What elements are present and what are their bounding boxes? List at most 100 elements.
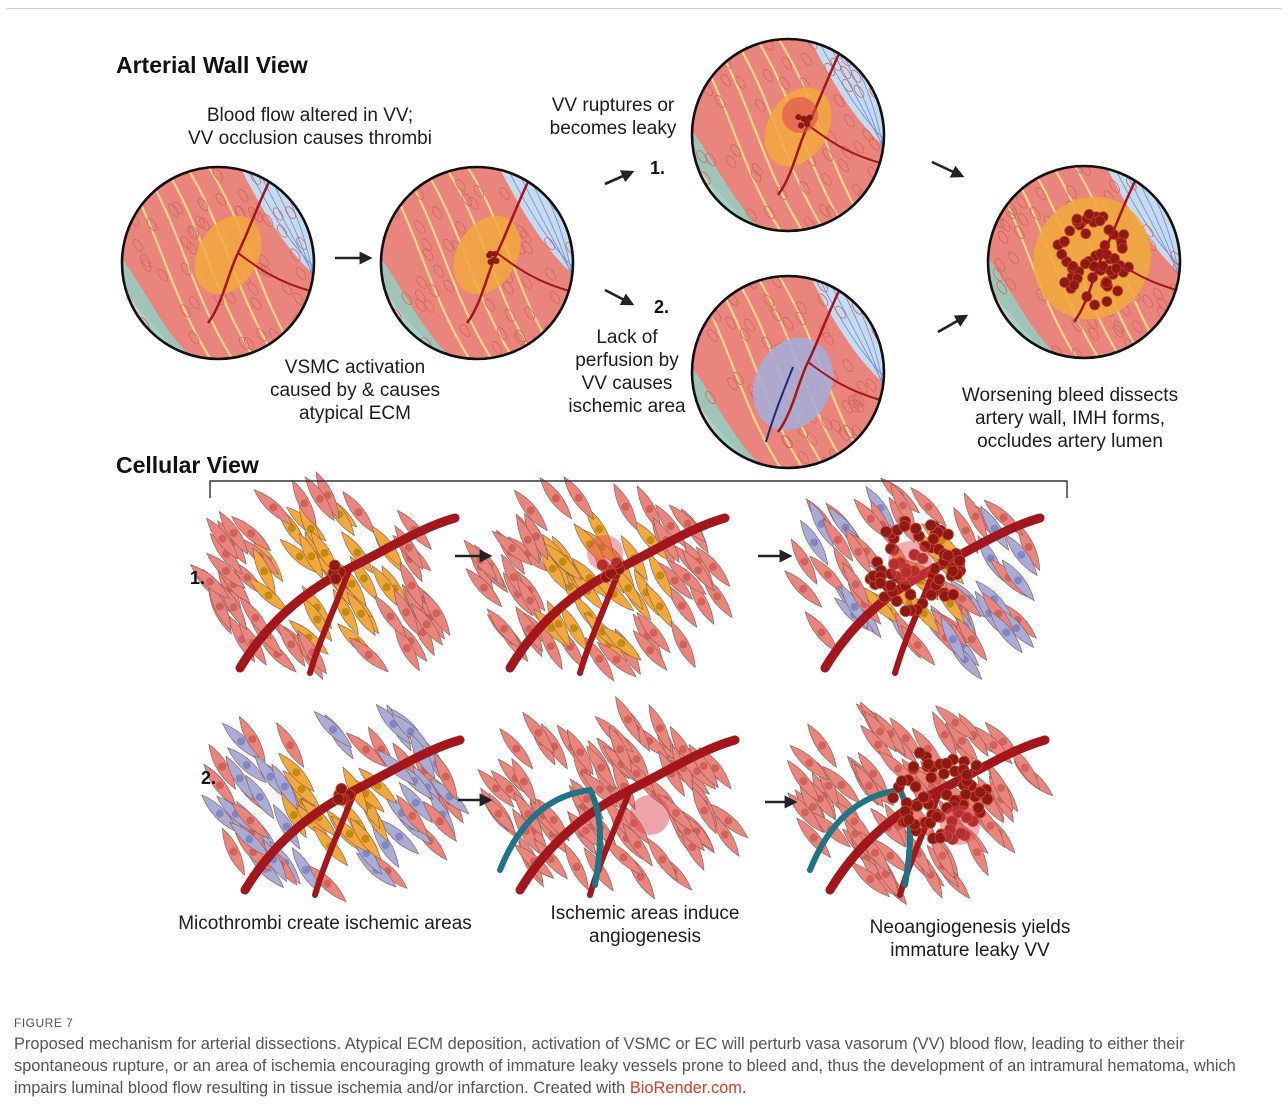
- cell-nucleus: [236, 774, 244, 782]
- cell-nucleus: [353, 549, 361, 557]
- cell-nucleus: [645, 505, 653, 513]
- blood-cell: [1068, 261, 1078, 271]
- blood-cell: [926, 772, 937, 783]
- smooth-muscle-cell: [117, 334, 131, 349]
- cell-nucleus: [801, 808, 809, 816]
- cell-nucleus: [597, 764, 605, 772]
- thrombus-cell: [804, 121, 810, 127]
- cell-nucleus: [500, 625, 508, 633]
- cell-nucleus: [805, 759, 813, 767]
- cell-nucleus: [810, 538, 818, 546]
- thrombus-cell: [795, 114, 801, 120]
- smooth-muscle-cell: [289, 171, 303, 186]
- cell-nucleus: [512, 745, 520, 753]
- cell-nucleus: [402, 608, 410, 616]
- cell-nucleus: [800, 558, 808, 566]
- cell-nucleus: [508, 544, 516, 552]
- cell-nucleus: [216, 781, 224, 789]
- cell-nucleus: [222, 567, 230, 575]
- cell-nucleus: [958, 737, 966, 745]
- blood-cell: [899, 521, 910, 532]
- cell-nucleus: [524, 536, 532, 544]
- cluster-1a: [187, 470, 455, 683]
- blood-cell: [914, 747, 925, 758]
- smooth-muscle-cell: [858, 42, 872, 57]
- blood-cell: [329, 560, 340, 571]
- thrombus-cell: [798, 123, 804, 129]
- cluster-2a: [198, 701, 473, 906]
- blood-cell: [942, 529, 953, 540]
- smooth-muscle-cell: [1159, 349, 1173, 364]
- cell-nucleus: [634, 841, 642, 849]
- smooth-muscle-cell: [699, 47, 713, 62]
- label-worsening-bleed: Worsening bleed dissects artery wall, IM…: [930, 384, 1210, 453]
- cell-nucleus: [799, 585, 807, 593]
- circle-content: [688, 272, 894, 472]
- cell-nucleus: [286, 741, 294, 749]
- cell-nucleus: [617, 639, 625, 647]
- blood-cell: [910, 523, 921, 534]
- cell-nucleus: [323, 880, 331, 888]
- cell-nucleus: [678, 602, 686, 610]
- cell-nucleus: [633, 755, 641, 763]
- path-2-label: 2.: [654, 297, 669, 318]
- cell-nucleus: [357, 610, 365, 618]
- cell-nucleus: [672, 809, 680, 817]
- cell-nucleus: [442, 773, 450, 781]
- smooth-muscle-cell: [1132, 161, 1146, 176]
- cell-nucleus: [252, 614, 260, 622]
- cell-nucleus: [621, 503, 629, 511]
- cell-nucleus: [505, 785, 513, 793]
- biorender-link[interactable]: BioRender.com: [630, 1079, 742, 1097]
- label-neoangiogenesis: Neoangiogenesis yields immature leaky VV: [840, 916, 1100, 962]
- cell-nucleus: [296, 553, 304, 561]
- bleed-spot: [888, 541, 932, 585]
- arrow: [605, 172, 632, 184]
- cell-nucleus: [307, 552, 315, 560]
- blood-cell: [934, 574, 945, 585]
- cell-nucleus: [237, 737, 245, 745]
- cell-nucleus: [403, 644, 411, 652]
- cell-nucleus: [713, 592, 721, 600]
- cell-nucleus: [679, 640, 687, 648]
- smooth-muscle-cell: [529, 345, 543, 360]
- cell-nucleus: [825, 782, 833, 790]
- cell-nucleus: [265, 591, 273, 599]
- smooth-muscle-cell: [116, 335, 130, 350]
- blood-cell: [1102, 296, 1112, 306]
- cellular-row-1-label: 1.: [190, 568, 205, 589]
- cell-nucleus: [1017, 551, 1025, 559]
- cell-nucleus: [246, 817, 254, 825]
- cell-nucleus: [682, 573, 690, 581]
- cell-nucleus: [520, 777, 528, 785]
- cell-nucleus: [229, 848, 237, 856]
- circle-ischemia: [688, 272, 894, 472]
- blood-cell: [1069, 280, 1079, 290]
- blood-cell: [333, 794, 344, 805]
- blood-cell: [900, 606, 911, 617]
- figure-caption: Proposed mechanism for arterial dissecti…: [14, 1033, 1276, 1099]
- cell-nucleus: [1021, 764, 1029, 772]
- circle-content: [376, 161, 583, 364]
- arrow: [605, 290, 632, 304]
- cell-nucleus: [914, 641, 922, 649]
- smooth-muscle-cell: [1005, 176, 1019, 191]
- cell-nucleus: [218, 763, 226, 771]
- label-ischemic-angiogenesis: Ischemic areas induce angiogenesis: [520, 902, 770, 948]
- cell-nucleus: [1025, 543, 1033, 551]
- smooth-muscle-cell: [988, 319, 1002, 334]
- cell-nucleus: [684, 520, 692, 528]
- cell-nucleus: [423, 620, 431, 628]
- cell-nucleus: [550, 816, 558, 824]
- blood-cell: [1090, 300, 1100, 310]
- cell-nucleus: [968, 635, 976, 643]
- blood-cell: [1081, 229, 1091, 239]
- cell-nucleus: [348, 580, 356, 588]
- cell-nucleus: [624, 716, 632, 724]
- smooth-muscle-cell: [697, 41, 711, 56]
- cell-nucleus: [342, 608, 350, 616]
- bleed-spot: [940, 805, 980, 845]
- path-1-label: 1.: [650, 158, 665, 179]
- cell-nucleus: [575, 494, 583, 502]
- cell-nucleus: [616, 745, 624, 753]
